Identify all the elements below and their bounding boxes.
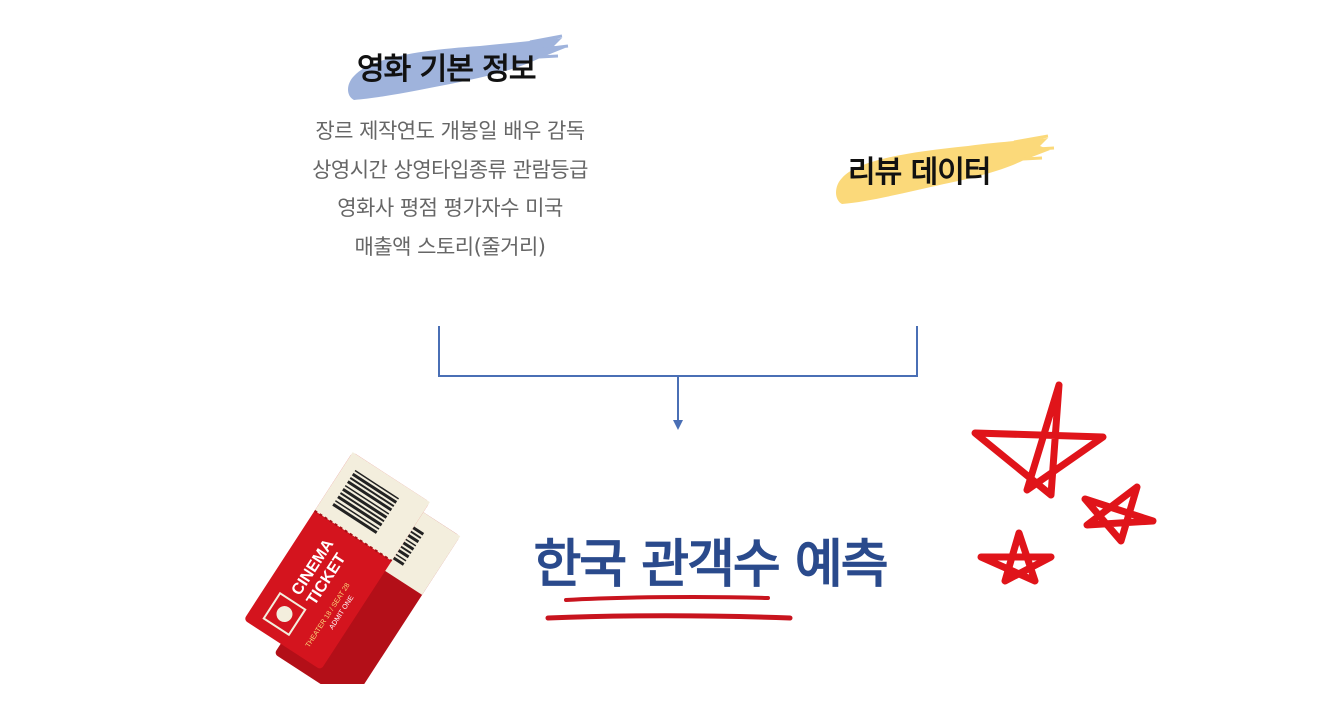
basic-info-list: 장르 제작연도 개봉일 배우 감독 상영시간 상영타입종류 관람등급 영화사 평… [250,112,650,266]
yellow-brush-highlight [836,134,1055,204]
basic-info-line: 장르 제작연도 개봉일 배우 감독 [315,119,585,143]
basic-info-line: 상영시간 상영타입종류 관람등급 [312,157,588,182]
basic-info-line: 영화사 평점 평가자수 미국 [337,196,563,220]
title-underline [545,594,793,621]
review-heading: 리뷰 데이터 [848,155,991,190]
result-title: 한국 관객수 예측 [533,535,888,595]
connector-lines [438,326,918,430]
large-star-icon [971,381,1107,499]
medium-star-icon [1081,483,1157,545]
basic-info-heading: 영화 기본 정보 [357,52,536,87]
basic-info-line: 매출액 스토리(줄거리) [354,234,546,259]
small-star-icon [977,529,1055,585]
blue-brush-highlight [348,34,569,100]
ticket-illustration: CINEMA TICKET THEATER 18 / SEAT 28 ADMIT… [245,452,461,684]
star-doodles [971,381,1157,585]
arrow-down-icon [673,420,683,430]
